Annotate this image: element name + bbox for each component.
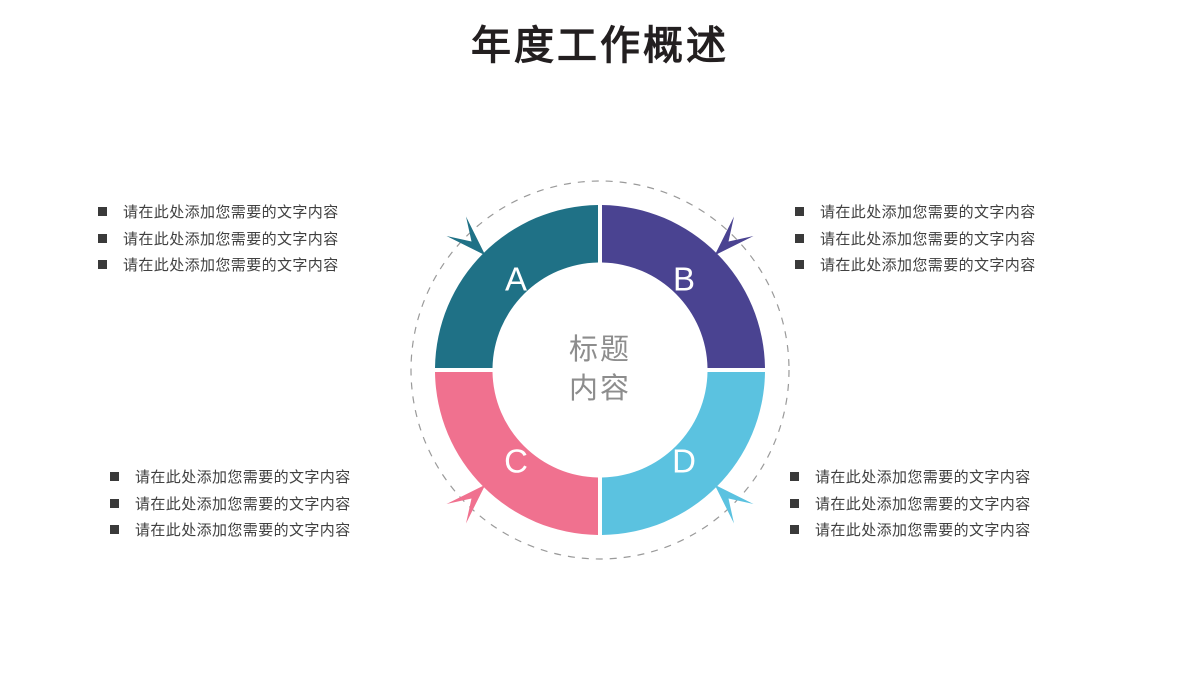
segment-b-ring	[602, 205, 765, 368]
segment-c-ring	[435, 372, 598, 535]
square-bullet-icon	[790, 472, 799, 481]
segment-d-arrow-icon	[714, 484, 754, 524]
bullet-group-top-left: 请在此处添加您需要的文字内容 请在此处添加您需要的文字内容 请在此处添加您需要的…	[98, 203, 428, 276]
square-bullet-icon	[98, 233, 107, 243]
list-item[interactable]: 请在此处添加您需要的文字内容	[790, 521, 1120, 541]
square-bullet-icon	[98, 207, 107, 216]
donut-segment-b[interactable]: B	[602, 205, 765, 368]
square-bullet-icon	[790, 525, 799, 534]
list-item-label: 请在此处添加您需要的文字内容	[820, 204, 1036, 221]
donut-diagram-svg: A B C D	[410, 180, 790, 560]
segment-a-letter: A	[505, 261, 527, 298]
list-item-label: 请在此处添加您需要的文字内容	[135, 469, 351, 486]
list-item[interactable]: 请在此处添加您需要的文字内容	[98, 203, 428, 223]
segment-a-arrow-icon	[446, 216, 486, 256]
dashed-guide-circle	[410, 180, 790, 560]
square-bullet-icon	[110, 472, 119, 481]
list-item[interactable]: 请在此处添加您需要的文字内容	[795, 256, 1125, 276]
bullet-group-top-right: 请在此处添加您需要的文字内容 请在此处添加您需要的文字内容 请在此处添加您需要的…	[795, 203, 1125, 276]
square-bullet-icon	[795, 233, 804, 243]
page-title: 年度工作概述	[471, 23, 729, 68]
list-item-label: 请在此处添加您需要的文字内容	[123, 230, 339, 248]
list-item-label: 请在此处添加您需要的文字内容	[135, 522, 351, 539]
square-bullet-icon	[790, 498, 799, 508]
list-item[interactable]: 请在此处添加您需要的文字内容	[98, 256, 428, 276]
list-item[interactable]: 请在此处添加您需要的文字内容	[795, 230, 1125, 250]
list-item[interactable]: 请在此处添加您需要的文字内容	[790, 468, 1120, 488]
segment-c-letter: C	[504, 443, 528, 480]
list-item-label: 请在此处添加您需要的文字内容	[815, 469, 1031, 486]
segment-d-ring	[602, 372, 765, 535]
bullet-group-bottom-left: 请在此处添加您需要的文字内容 请在此处添加您需要的文字内容 请在此处添加您需要的…	[110, 468, 440, 541]
list-item-label: 请在此处添加您需要的文字内容	[123, 257, 339, 274]
list-item[interactable]: 请在此处添加您需要的文字内容	[795, 203, 1125, 223]
donut-segment-d[interactable]: D	[602, 372, 765, 535]
segment-a-ring	[435, 205, 598, 368]
square-bullet-icon	[795, 260, 804, 269]
list-item-label: 请在此处添加您需要的文字内容	[820, 230, 1036, 248]
segment-b-letter: B	[673, 261, 695, 298]
list-item-label: 请在此处添加您需要的文字内容	[135, 495, 351, 513]
list-item[interactable]: 请在此处添加您需要的文字内容	[110, 495, 440, 515]
bullet-group-bottom-right: 请在此处添加您需要的文字内容 请在此处添加您需要的文字内容 请在此处添加您需要的…	[790, 468, 1120, 541]
square-bullet-icon	[110, 498, 119, 508]
list-item[interactable]: 请在此处添加您需要的文字内容	[110, 521, 440, 541]
segment-c-arrow-icon	[446, 484, 486, 524]
segment-b-arrow-icon	[714, 216, 754, 256]
list-item[interactable]: 请在此处添加您需要的文字内容	[790, 495, 1120, 515]
list-item-label: 请在此处添加您需要的文字内容	[820, 257, 1036, 274]
segment-d-letter: D	[672, 443, 696, 480]
square-bullet-icon	[795, 207, 804, 216]
donut-diagram: A B C D	[410, 180, 790, 560]
list-item-label: 请在此处添加您需要的文字内容	[123, 204, 339, 221]
list-item[interactable]: 请在此处添加您需要的文字内容	[98, 230, 428, 250]
list-item[interactable]: 请在此处添加您需要的文字内容	[110, 468, 440, 488]
square-bullet-icon	[98, 260, 107, 269]
square-bullet-icon	[110, 525, 119, 534]
donut-segment-c[interactable]: C	[435, 372, 598, 535]
donut-segment-a[interactable]: A	[435, 205, 598, 368]
list-item-label: 请在此处添加您需要的文字内容	[815, 495, 1031, 513]
list-item-label: 请在此处添加您需要的文字内容	[815, 522, 1031, 539]
